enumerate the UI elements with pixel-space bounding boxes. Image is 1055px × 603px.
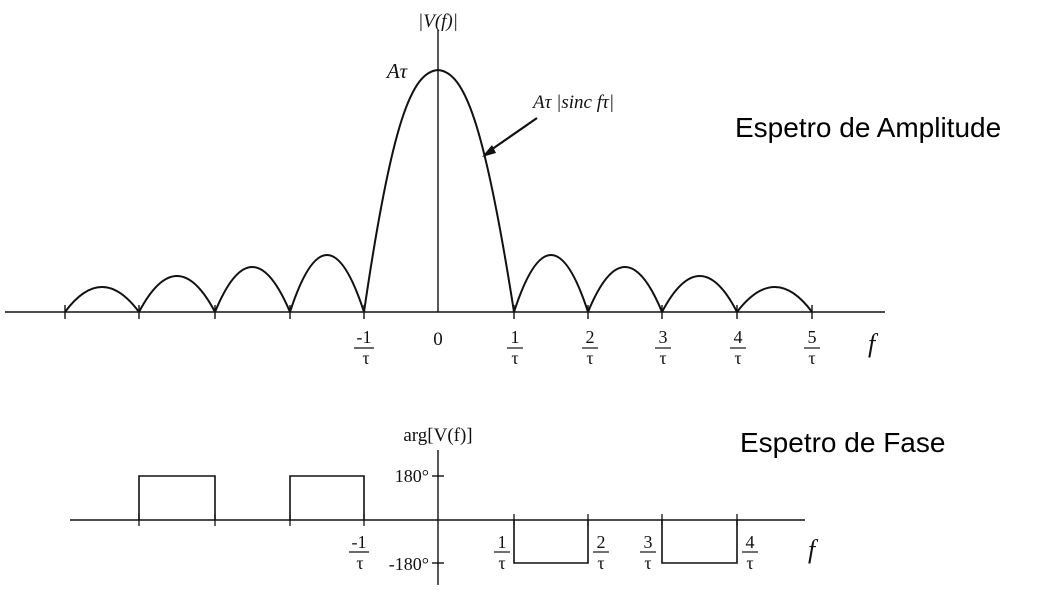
tick-numerator: 1	[498, 532, 507, 552]
tick-numerator: 4	[734, 327, 743, 347]
annotation-arrow-head	[482, 145, 496, 157]
tick-denominator: τ	[511, 348, 518, 368]
tick-denominator: τ	[746, 553, 753, 573]
tick-denominator: τ	[644, 553, 651, 573]
amplitude-tick-label: -1 τ	[354, 327, 374, 368]
amplitude-tick-label: 3 τ	[655, 327, 671, 368]
amplitude-axis-label: |V(f)|	[418, 11, 458, 32]
tick-numerator: -1	[357, 327, 372, 347]
phase-axis-label: arg[V(f)]	[403, 425, 472, 446]
peak-label: Aτ	[385, 59, 409, 83]
curve-label: Aτ |sinc fτ|	[531, 92, 614, 113]
phase-spectrum: arg[V(f)] 180° -180° Espetro de Fase f -…	[70, 425, 945, 585]
amplitude-tick-label: 2 τ	[582, 327, 598, 368]
amplitude-spectrum: |V(f)| Aτ Aτ |sinc fτ| Espetro de Amplit…	[5, 11, 1001, 368]
amplitude-tick-label: 1 τ	[507, 327, 523, 368]
tick-denominator: τ	[498, 553, 505, 573]
phase-title: Espetro de Fase	[740, 427, 945, 458]
phase-pulse-positive	[138, 475, 216, 520]
phase-neg-label: -180°	[389, 554, 429, 574]
tick-denominator: τ	[734, 348, 741, 368]
tick-denominator: τ	[808, 348, 815, 368]
tick-denominator: τ	[362, 348, 369, 368]
phase-pulse-positive	[289, 475, 365, 520]
phase-tick-label: 3 τ	[640, 532, 656, 573]
tick-numerator: -1	[352, 532, 367, 552]
tick-denominator: τ	[356, 553, 363, 573]
phase-pos-label: 180°	[395, 466, 429, 486]
tick-numerator: 1	[511, 327, 520, 347]
tick-numerator: 4	[746, 532, 755, 552]
phase-pulse-negative	[513, 520, 589, 564]
tick-numerator: 3	[644, 532, 653, 552]
phase-tick-label: 1 τ	[494, 532, 510, 573]
annotation-arrow-line	[487, 117, 538, 153]
amplitude-f-label: f	[868, 329, 879, 358]
amplitude-zero-label: 0	[433, 329, 443, 350]
tick-denominator: τ	[659, 348, 666, 368]
tick-numerator: 5	[808, 327, 817, 347]
tick-numerator: 2	[586, 327, 595, 347]
phase-pulse-negative	[661, 520, 738, 564]
amplitude-tick-label: 5 τ	[804, 327, 820, 368]
tick-numerator: 2	[597, 532, 606, 552]
phase-f-label: f	[808, 535, 819, 564]
amplitude-tick-label: 4 τ	[730, 327, 746, 368]
amplitude-title: Espetro de Amplitude	[735, 112, 1001, 143]
phase-tick-label: 4 τ	[742, 532, 758, 573]
tick-numerator: 3	[659, 327, 668, 347]
phase-tick-label: 2 τ	[593, 532, 609, 573]
tick-denominator: τ	[597, 553, 604, 573]
phase-tick-label: -1 τ	[349, 532, 369, 573]
tick-denominator: τ	[586, 348, 593, 368]
sinc-curve	[64, 68, 813, 313]
